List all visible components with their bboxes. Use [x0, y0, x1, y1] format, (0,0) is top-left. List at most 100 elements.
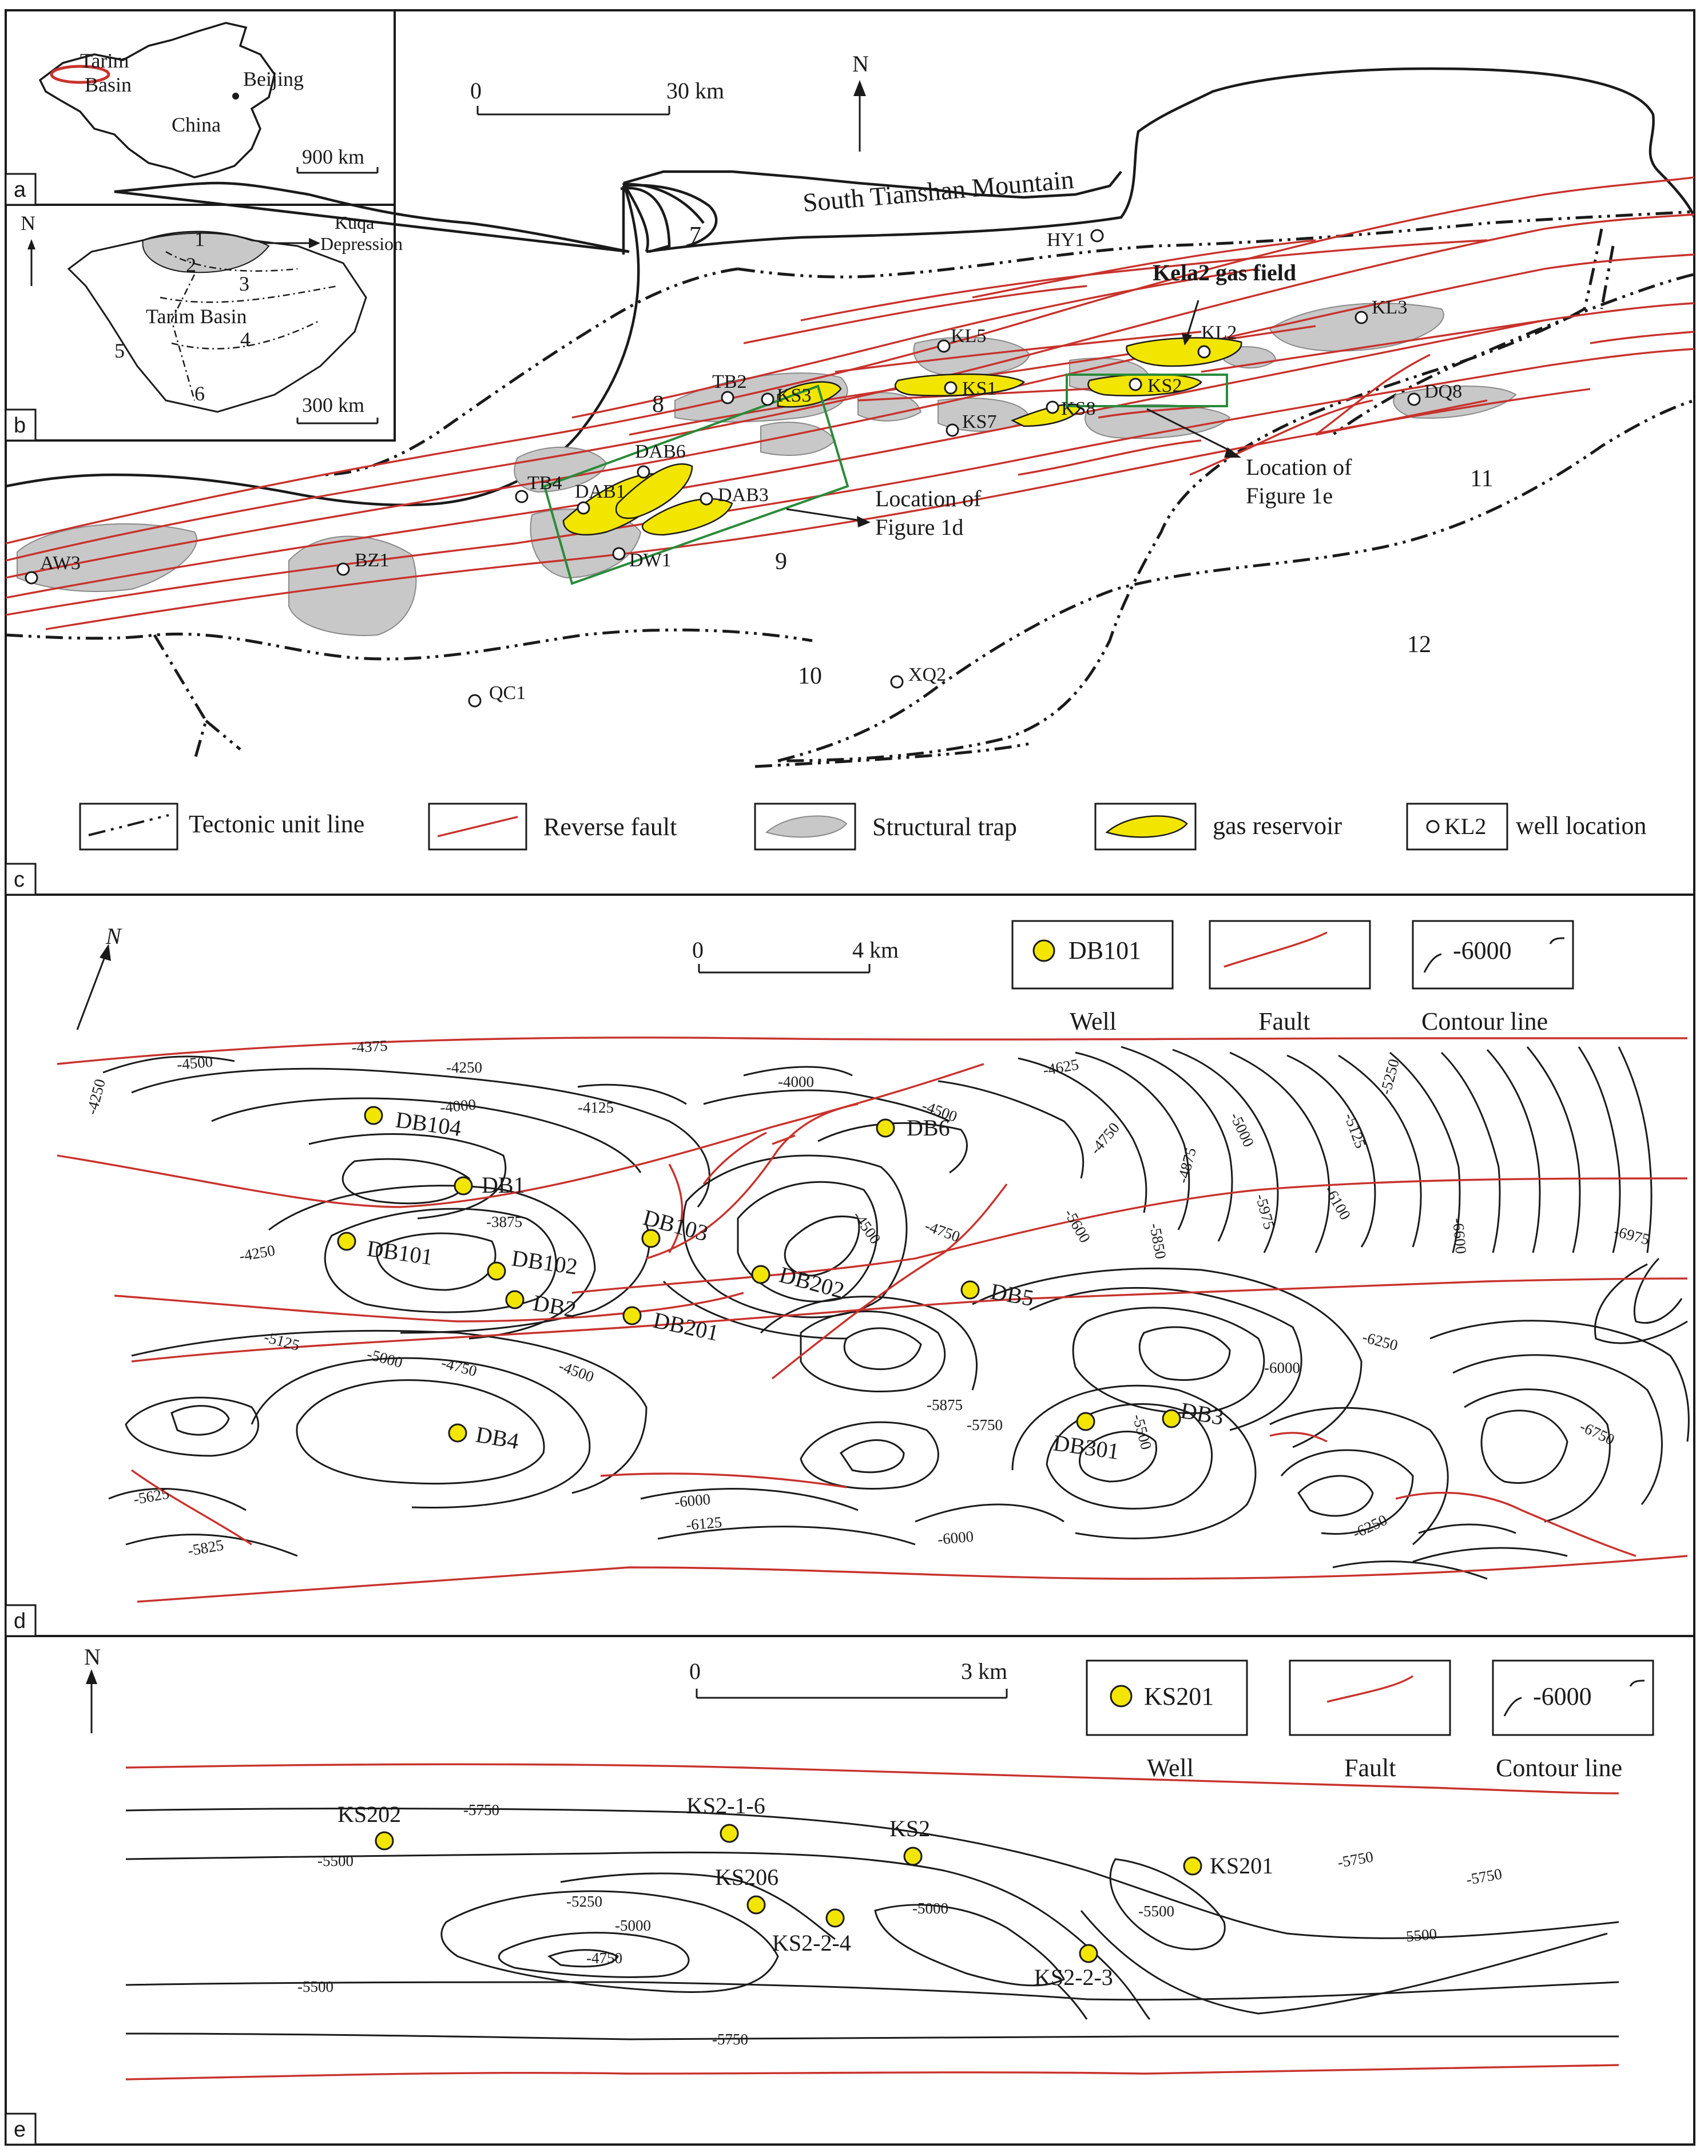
legend-e-caption-contour: Contour line — [1496, 1754, 1622, 1782]
loc-1d-line2: Figure 1d — [875, 514, 963, 540]
well-marker — [337, 1232, 356, 1251]
contour-label: -5750 — [967, 1416, 1003, 1434]
well-label: DB3 — [1178, 1397, 1225, 1430]
well-marker — [641, 1229, 661, 1248]
well-marker — [761, 392, 774, 406]
contour-label: -5750 — [712, 2031, 748, 2048]
well-label: KS7 — [962, 411, 996, 432]
label-china: China — [172, 113, 221, 136]
contour-label: -6000 — [674, 1491, 711, 1511]
north-e: N — [84, 1644, 101, 1670]
well-marker — [468, 694, 482, 708]
well-marker — [1183, 1856, 1202, 1876]
legend-e-caption-fault: Fault — [1344, 1754, 1396, 1782]
contour-label: -5500 — [317, 1852, 353, 1869]
contour-label: -4000 — [778, 1073, 814, 1090]
contour-label: -4000 — [439, 1096, 476, 1116]
contour-label: -5750 — [463, 1801, 499, 1818]
north-arrow-icon-c — [853, 80, 866, 96]
zone-9: 9 — [775, 549, 787, 575]
contour-label: -4750 — [586, 1949, 622, 1967]
contour-label: -4250 — [446, 1059, 482, 1076]
loc-1e-line1: Location of — [1246, 454, 1352, 480]
scale-a: 900 km — [302, 145, 364, 168]
contour-label: -5500 — [1400, 1925, 1437, 1945]
kuqa-arrow-icon — [309, 238, 320, 248]
contour-label: -5250 — [566, 1893, 602, 1910]
legend-well: well location — [1516, 812, 1647, 840]
well-marker — [612, 547, 626, 561]
gas-reservoirs — [562, 337, 1242, 536]
legend-trap: Structural trap — [872, 813, 1017, 841]
panel-letters: a b c d e — [5, 173, 37, 2146]
well-label: DQ8 — [1424, 381, 1462, 402]
well-label: KL5 — [951, 325, 986, 347]
contour-label: -5600 — [1061, 1206, 1094, 1246]
arrow-to-kela2-icon — [1182, 333, 1192, 346]
contour-label: -5850 — [1146, 1222, 1169, 1260]
zone-12: 12 — [1407, 632, 1431, 658]
well-marker — [1046, 400, 1059, 414]
contour-label: -4750 — [439, 1354, 479, 1380]
contour-label: -6250 — [1350, 1511, 1390, 1542]
well-label: AW3 — [40, 553, 81, 574]
north-arrow-icon-d — [100, 944, 111, 961]
well-label: KL3 — [1372, 297, 1407, 318]
legend-d-well: DB101 — [1069, 936, 1141, 964]
contour-label: -5250 — [1377, 1057, 1403, 1097]
contour-label: -5975 — [1252, 1192, 1278, 1232]
contours-e — [125, 1808, 1619, 2040]
well-marker — [505, 1290, 525, 1309]
contour-label: -6975 — [1612, 1222, 1651, 1248]
well-marker — [1129, 378, 1142, 391]
legend-fault: Reverse fault — [543, 813, 677, 841]
well-label: DAB1 — [575, 481, 626, 502]
well-marker — [487, 1261, 506, 1281]
well-label: KS3 — [777, 385, 811, 406]
well-label: KS1 — [962, 378, 996, 399]
well-marker — [746, 1895, 766, 1915]
well-label: QC1 — [489, 682, 526, 704]
panel-letter-c: c — [14, 868, 25, 892]
contour-label: -4500 — [176, 1053, 213, 1073]
well-marker — [622, 1306, 642, 1325]
well-marker — [937, 339, 951, 353]
well-marker — [751, 1265, 770, 1284]
well-label: KS2-2-4 — [772, 1930, 851, 1956]
zone-11: 11 — [1470, 466, 1493, 492]
well-label: DB4 — [474, 1422, 521, 1454]
scale-e-end: 3 km — [961, 1658, 1007, 1684]
legend-gas: gas reservoir — [1213, 812, 1342, 840]
well-marker — [944, 381, 958, 395]
location-box-1d — [543, 384, 849, 585]
contour-label: -4500 — [849, 1208, 884, 1247]
reverse-faults — [5, 176, 1695, 630]
well-label: TB2 — [712, 371, 746, 392]
well-marker — [375, 1831, 394, 1851]
wells-c: HY1 KL3 KL2 KL5 KS1 KS2 KS7 KS8 DQ8 TB2 … — [25, 229, 1462, 708]
tarim-highlight — [50, 65, 110, 84]
well-label: XQ2 — [908, 664, 946, 685]
label-kuqa-2: Depression — [320, 233, 403, 254]
label-kela2: Kela2 gas field — [1153, 260, 1296, 285]
scale-c-zero: 0 — [470, 78, 482, 104]
inset-b-north: N — [21, 212, 35, 235]
contour-label: -4750 — [1087, 1119, 1123, 1158]
north-c: N — [852, 51, 869, 77]
well-marker — [720, 1824, 739, 1843]
well-label: DB301 — [1052, 1430, 1121, 1464]
well-label: DB102 — [510, 1245, 579, 1280]
contour-label: -6000 — [1264, 1359, 1300, 1376]
contour-label: -6100 — [1321, 1183, 1354, 1223]
contour-label: -4375 — [351, 1037, 388, 1056]
contour-label: -4250 — [238, 1241, 276, 1264]
regional-map: 0 30 km N South Tianshan Mountain — [5, 51, 1696, 851]
well-marker — [903, 1847, 923, 1866]
legend-d-caption-well: Well — [1070, 1007, 1117, 1035]
legend-tectonic: Tectonic unit line — [189, 810, 364, 838]
scale-e-zero: 0 — [689, 1658, 701, 1684]
zone-5: 5 — [114, 339, 125, 362]
scale-b: 300 km — [302, 394, 364, 416]
well-label: DW1 — [629, 550, 672, 571]
panel-letter-b: b — [14, 414, 26, 438]
